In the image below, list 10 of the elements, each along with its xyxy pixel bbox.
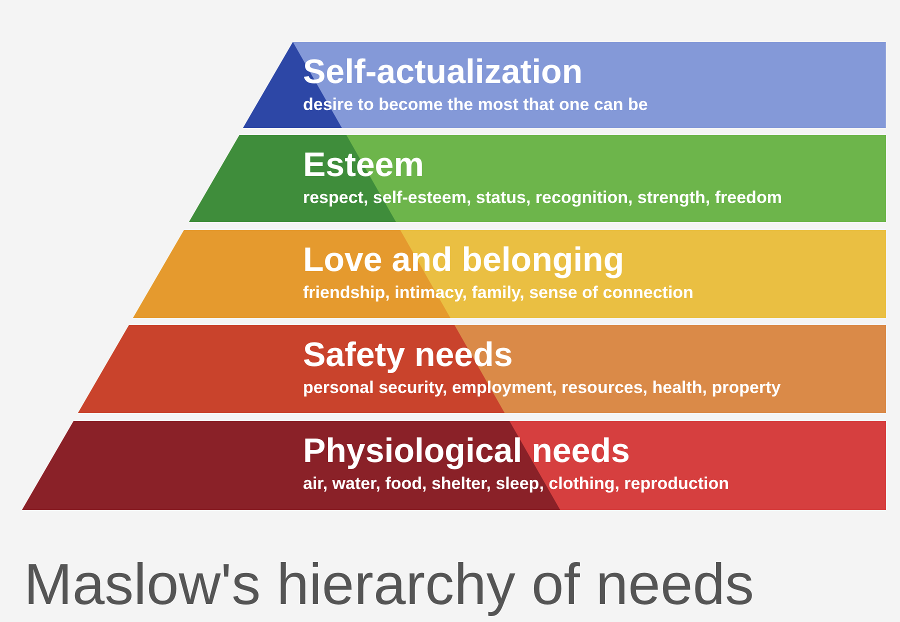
tier-heading: Esteem [302, 145, 424, 185]
tier-description: respect, self-esteem, status, recognition, strength, freedom [302, 187, 782, 209]
tier-description: air, water, food, shelter, sleep, clothing, reproduction [302, 473, 730, 495]
tier-description: personal security, employment, resources, health, property [302, 377, 781, 399]
tier-description: friendship, intimacy, family, sense of connection [302, 282, 694, 304]
tier-heading: Safety needs [302, 335, 513, 375]
tier-description: desire to become the most that one can be [302, 94, 648, 116]
diagram-title: Maslow's hierarchy of needs [24, 552, 754, 618]
tier-heading: Physiological needs [302, 431, 630, 471]
tier-heading: Love and belonging [302, 240, 624, 280]
